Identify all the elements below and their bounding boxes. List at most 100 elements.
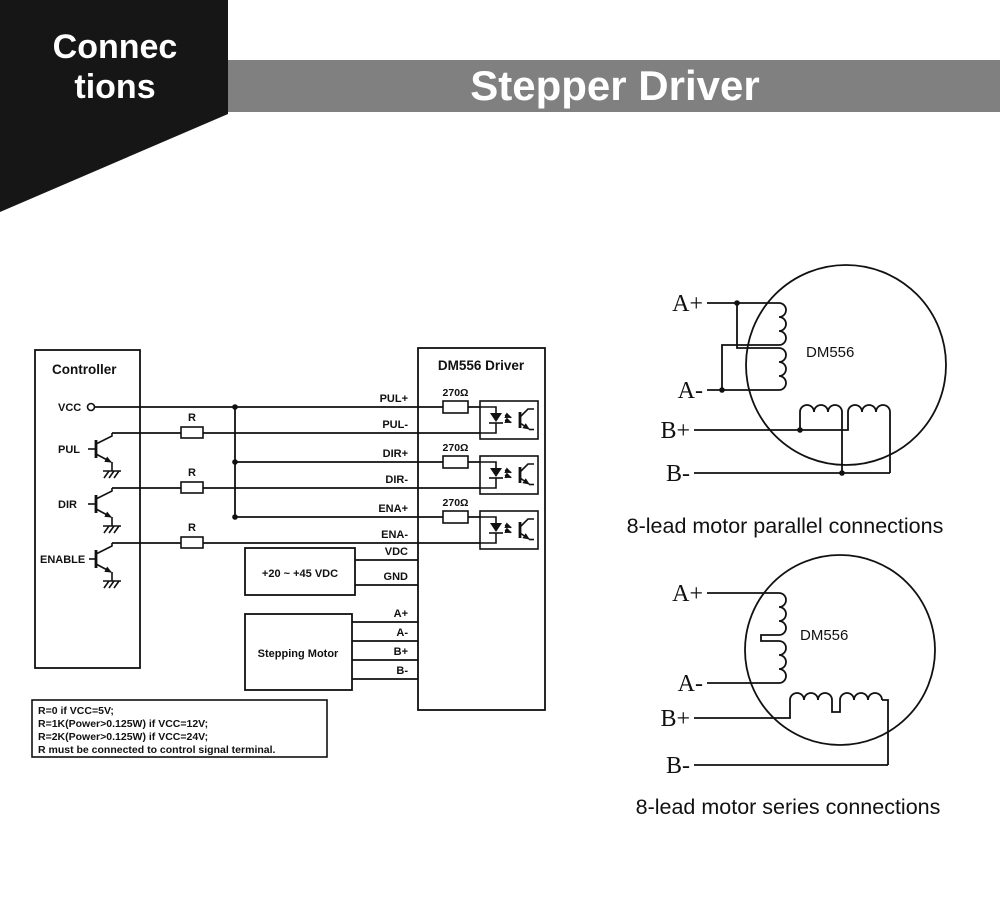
driver-title: DM556 Driver (438, 358, 525, 373)
terminal-a-plus: A+ (394, 608, 408, 620)
wire-series-link-a (760, 634, 779, 642)
collector-lead (95, 543, 113, 555)
resistor-270-2 (442, 455, 469, 469)
series-caption: 8-lead motor series connections (636, 795, 941, 819)
emitter-lead (95, 508, 112, 518)
resistor-270-3 (442, 510, 469, 524)
motor-name: DM556 (806, 344, 854, 361)
controller-box (34, 349, 141, 669)
ground-symbol (102, 470, 122, 479)
coil-a2 (778, 347, 787, 391)
wire (694, 412, 849, 431)
terminal-pul-plus: PUL+ (380, 393, 408, 405)
ground-symbol (102, 580, 122, 589)
terminal-ena-plus: ENA+ (378, 503, 408, 515)
title-bar (228, 60, 1000, 112)
terminal-b-minus: B- (396, 665, 408, 677)
ribbon-label-line2: tions (74, 68, 155, 106)
coil-b2 (839, 692, 883, 701)
connections-ribbon (0, 0, 228, 212)
vcc-terminal-circle (86, 402, 96, 412)
junction-dot (232, 404, 238, 410)
lead-a-minus: A- (678, 378, 703, 404)
terminal-pul-minus: PUL- (382, 419, 408, 431)
wire-series-link-b (831, 700, 841, 713)
resistor-r3 (180, 536, 204, 549)
terminal-dir-plus: DIR+ (383, 448, 408, 460)
collector-lead (95, 488, 113, 500)
lead-b-minus: B- (666, 753, 690, 779)
controller-block: Controller VCC PUL DIR ENABLE (34, 349, 141, 669)
note-line-1: R=0 if VCC=5V; (38, 705, 114, 717)
junction-dot (719, 387, 725, 393)
vcc-label: VCC (58, 402, 81, 414)
driver-block: DM556 Driver 270Ω 270Ω 270Ω PUL+ PUL- DI… (378, 347, 546, 711)
junction-dot (232, 459, 238, 465)
terminal-b-plus: B+ (394, 646, 408, 658)
wire (721, 344, 779, 390)
coil-a1 (778, 592, 787, 636)
collector-lead (95, 433, 113, 445)
junction-dot (734, 300, 740, 306)
lead-b-plus: B+ (660, 418, 690, 444)
coil-b1 (789, 692, 833, 701)
resistor-r2 (180, 481, 204, 494)
note-line-3: R=2K(Power>0.125W) if VCC=24V; (38, 731, 208, 743)
emitter-lead (95, 453, 112, 463)
junction-dot (797, 427, 803, 433)
resistor-r2-label: R (188, 467, 196, 479)
optocoupler-dir (480, 456, 538, 494)
stepping-motor-box (244, 613, 353, 691)
resistor-270-3-label: 270Ω (443, 497, 469, 509)
lead-b-minus: B- (666, 461, 690, 487)
resistor-270-2-label: 270Ω (443, 442, 469, 454)
series-connection-diagram: DM556 A+ A- B+ B- 8-lead motor series co… (636, 554, 941, 819)
coil-b2 (847, 404, 891, 413)
ribbon-label-line1: Connec (53, 28, 178, 66)
power-supply-label: +20 ~ +45 VDC (262, 568, 338, 580)
notes-block: R=0 if VCC=5V; R=1K(Power>0.125W) if VCC… (31, 699, 328, 758)
driver-terminal-labels: PUL+ PUL- DIR+ DIR- ENA+ ENA- VDC GND A+… (378, 393, 408, 677)
lead-a-minus: A- (678, 671, 703, 697)
parallel-connection-diagram: DM556 A+ A- B+ B- 8-lead motor parallel … (627, 264, 947, 538)
optocoupler-pul (480, 401, 538, 439)
pul-label: PUL (58, 444, 80, 456)
resistor-r3-label: R (188, 522, 196, 534)
lead-b-plus: B+ (660, 706, 690, 732)
optocoupler-ena (480, 511, 538, 549)
signal-wires (94, 404, 480, 680)
motor-name: DM556 (800, 627, 848, 644)
coil-b1 (799, 404, 843, 413)
dir-transistor: DIR (58, 488, 122, 534)
terminal-a-minus: A- (396, 627, 408, 639)
dir-label: DIR (58, 499, 77, 511)
coil-a2 (778, 640, 787, 684)
enable-label: ENABLE (40, 554, 85, 566)
stepping-motor-label: Stepping Motor (258, 648, 339, 660)
emitter-lead (95, 563, 112, 573)
controller-title: Controller (52, 362, 117, 377)
stepping-motor-block: Stepping Motor (244, 613, 353, 691)
driver-box (417, 347, 546, 711)
power-supply-box (244, 547, 356, 596)
terminal-ena-minus: ENA- (381, 529, 408, 541)
wire (882, 699, 889, 765)
series-resistors: R R R (180, 412, 204, 549)
wire (694, 700, 791, 719)
power-supply-block: +20 ~ +45 VDC (244, 547, 356, 596)
note-line-4: R must be connected to control signal te… (38, 744, 276, 756)
wire (736, 303, 779, 349)
note-line-2: R=1K(Power>0.125W) if VCC=12V; (38, 718, 208, 730)
page-title: Stepper Driver (470, 62, 759, 109)
resistor-270-1-label: 270Ω (443, 387, 469, 399)
header: Connec tions Stepper Driver (0, 0, 1000, 212)
pul-transistor: PUL (58, 433, 122, 479)
motor-body-circle (744, 554, 936, 746)
terminal-dir-minus: DIR- (385, 474, 408, 486)
ground-symbol (102, 525, 122, 534)
terminal-vdc: VDC (385, 546, 408, 558)
resistor-270-1 (442, 400, 469, 414)
lead-a-plus: A+ (672, 581, 703, 607)
